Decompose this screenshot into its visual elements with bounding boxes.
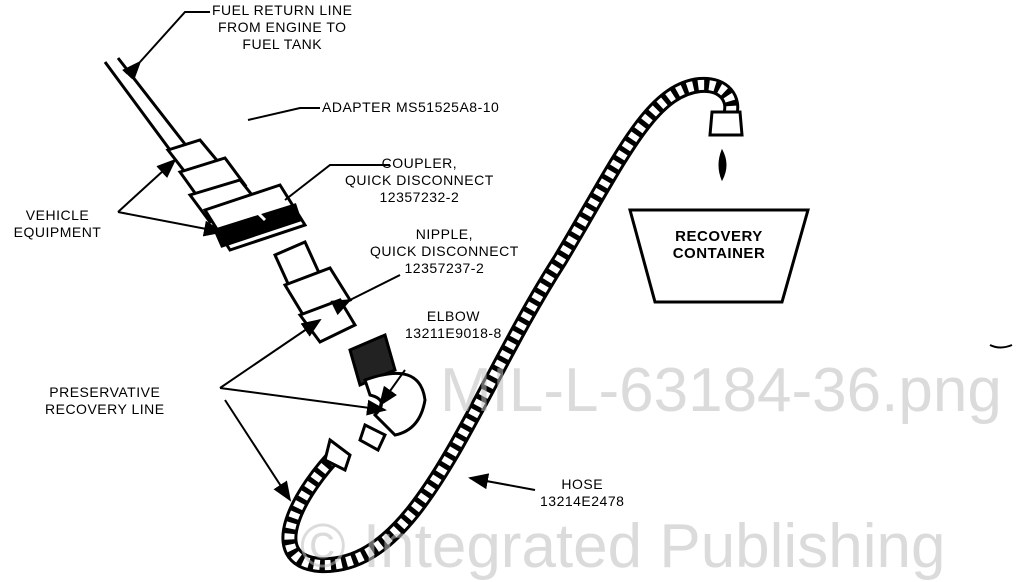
vehicle-equipment-label: VEHICLE EQUIPMENT (0, 207, 115, 241)
recovery-hose (281, 76, 744, 574)
label-line: CONTAINER (672, 245, 766, 262)
label-line: 12357232-2 (379, 189, 460, 205)
coupler-body (202, 164, 390, 252)
label-line: FROM ENGINE TO (217, 19, 347, 35)
label-line: ELBOW (426, 308, 480, 324)
label-line: EQUIPMENT (13, 224, 102, 240)
recovery-container (628, 208, 810, 304)
label-line: COUPLER, (381, 155, 458, 171)
label-line: QUICK DISCONNECT (345, 172, 494, 188)
preservative-line-leaders (219, 318, 387, 502)
hose-label: HOSE 13214E2478 (540, 476, 624, 510)
fuel-return-line-label: FUEL RETURN LINE FROM ENGINE TO FUEL TAN… (212, 2, 353, 53)
label-line: QUICK DISCONNECT (370, 243, 519, 259)
watermark-line-1: © Integrated Publishing (300, 512, 946, 581)
label-line: RECOVERY LINE (45, 401, 165, 417)
watermark-line-2: MIL-L-63184-36.png (440, 356, 1002, 425)
recovery-container-label: RECOVERY CONTAINER (655, 228, 783, 262)
elbow-label: ELBOW 13211E9018-8 (405, 308, 502, 342)
coupler-label: COUPLER, QUICK DISCONNECT 12357232-2 (345, 155, 494, 206)
label-line: HOSE (561, 476, 604, 492)
label-line: RECOVERY (675, 228, 763, 245)
label-line: FUEL RETURN LINE (212, 2, 353, 18)
label-line: 13211E9018-8 (405, 325, 502, 341)
preservative-recovery-line-label: PRESERVATIVE RECOVERY LINE (45, 384, 165, 418)
adapter-label: ADAPTER MS51525A8-10 (322, 99, 500, 115)
elbow-fitting (348, 332, 427, 453)
fuel-return-line-tube (103, 11, 210, 151)
label-line: 13214E2478 (540, 493, 625, 509)
label-line: FUEL TANK (242, 36, 323, 52)
edge-mark (989, 344, 1013, 349)
vehicle-equipment-leaders (117, 158, 224, 237)
label-line: PRESERVATIVE (49, 384, 161, 400)
label-line: VEHICLE (25, 207, 90, 223)
nipple-label: NIPPLE, QUICK DISCONNECT 12357237-2 (370, 226, 519, 277)
label-line: 12357237-2 (404, 260, 485, 276)
nipple-fitting (273, 240, 401, 344)
label-line: NIPPLE, (415, 226, 473, 242)
